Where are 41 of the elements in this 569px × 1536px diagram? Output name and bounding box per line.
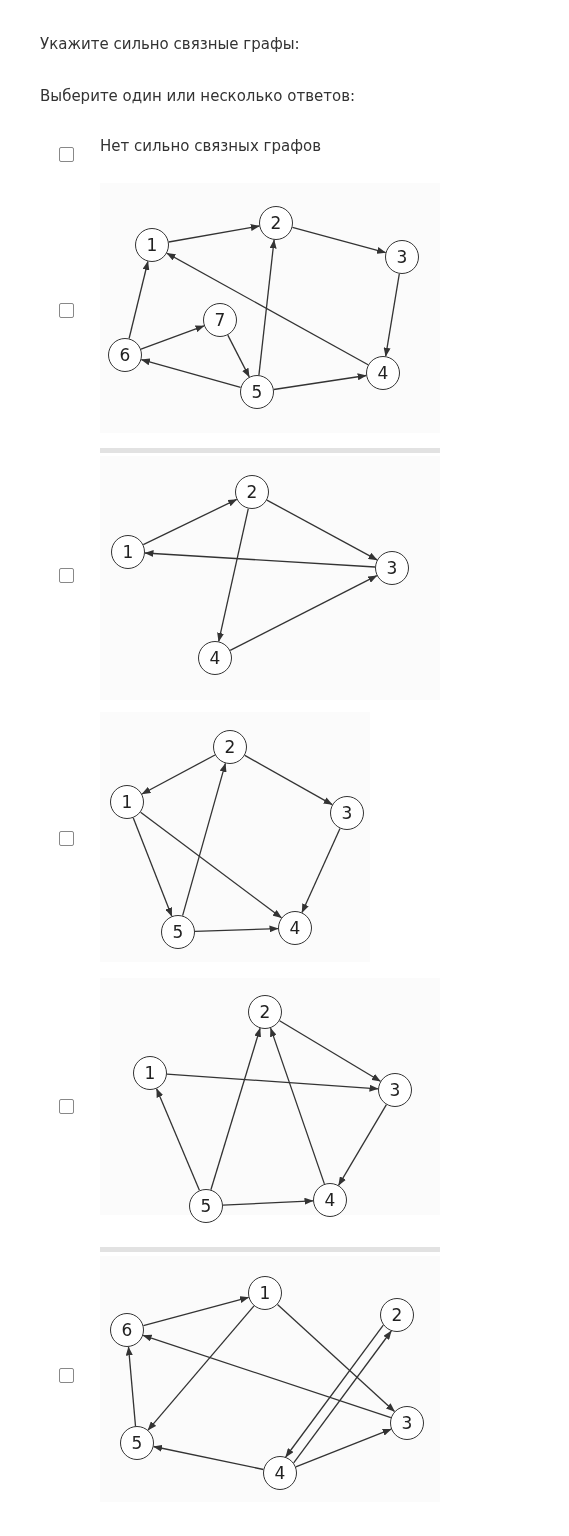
arrow bbox=[269, 1027, 326, 1185]
arrow bbox=[194, 925, 279, 933]
arrow bbox=[140, 325, 205, 350]
arrow bbox=[152, 1444, 265, 1471]
arrow bbox=[291, 226, 387, 254]
arrow bbox=[144, 550, 376, 568]
arrow bbox=[258, 239, 277, 376]
arrow bbox=[125, 1346, 137, 1427]
arrow bbox=[132, 817, 173, 917]
arrow bbox=[140, 358, 242, 389]
arrow bbox=[142, 1334, 392, 1419]
arrow bbox=[210, 1027, 261, 1191]
arrow bbox=[147, 1305, 255, 1431]
arrow bbox=[222, 1197, 314, 1206]
arrow bbox=[337, 1103, 388, 1187]
arrow bbox=[293, 1330, 392, 1464]
arrow bbox=[278, 1020, 382, 1082]
arrow bbox=[229, 575, 378, 651]
arrow bbox=[276, 1303, 396, 1413]
arrow bbox=[166, 1073, 379, 1092]
arrow bbox=[141, 754, 216, 795]
arrow bbox=[285, 1324, 384, 1458]
arrow bbox=[168, 224, 260, 243]
arrow bbox=[142, 498, 238, 546]
arrow bbox=[227, 334, 250, 378]
answer-option-text: Нет сильно связных графов bbox=[100, 137, 321, 155]
instruction-text: Выберите один или несколько ответов: bbox=[40, 87, 356, 105]
arrow bbox=[166, 252, 369, 366]
arrow bbox=[128, 260, 150, 340]
arrow bbox=[155, 1088, 201, 1191]
arrow bbox=[266, 499, 378, 561]
arrow bbox=[181, 762, 227, 917]
arrow bbox=[273, 373, 367, 391]
arrow bbox=[383, 273, 400, 357]
arrow bbox=[217, 507, 249, 643]
arrow bbox=[142, 1296, 250, 1327]
question-text: Укажите сильно связные графы: bbox=[40, 35, 300, 53]
arrow bbox=[295, 1428, 392, 1468]
arrow bbox=[139, 811, 283, 919]
arrow bbox=[301, 827, 341, 914]
arrow bbox=[244, 754, 333, 806]
